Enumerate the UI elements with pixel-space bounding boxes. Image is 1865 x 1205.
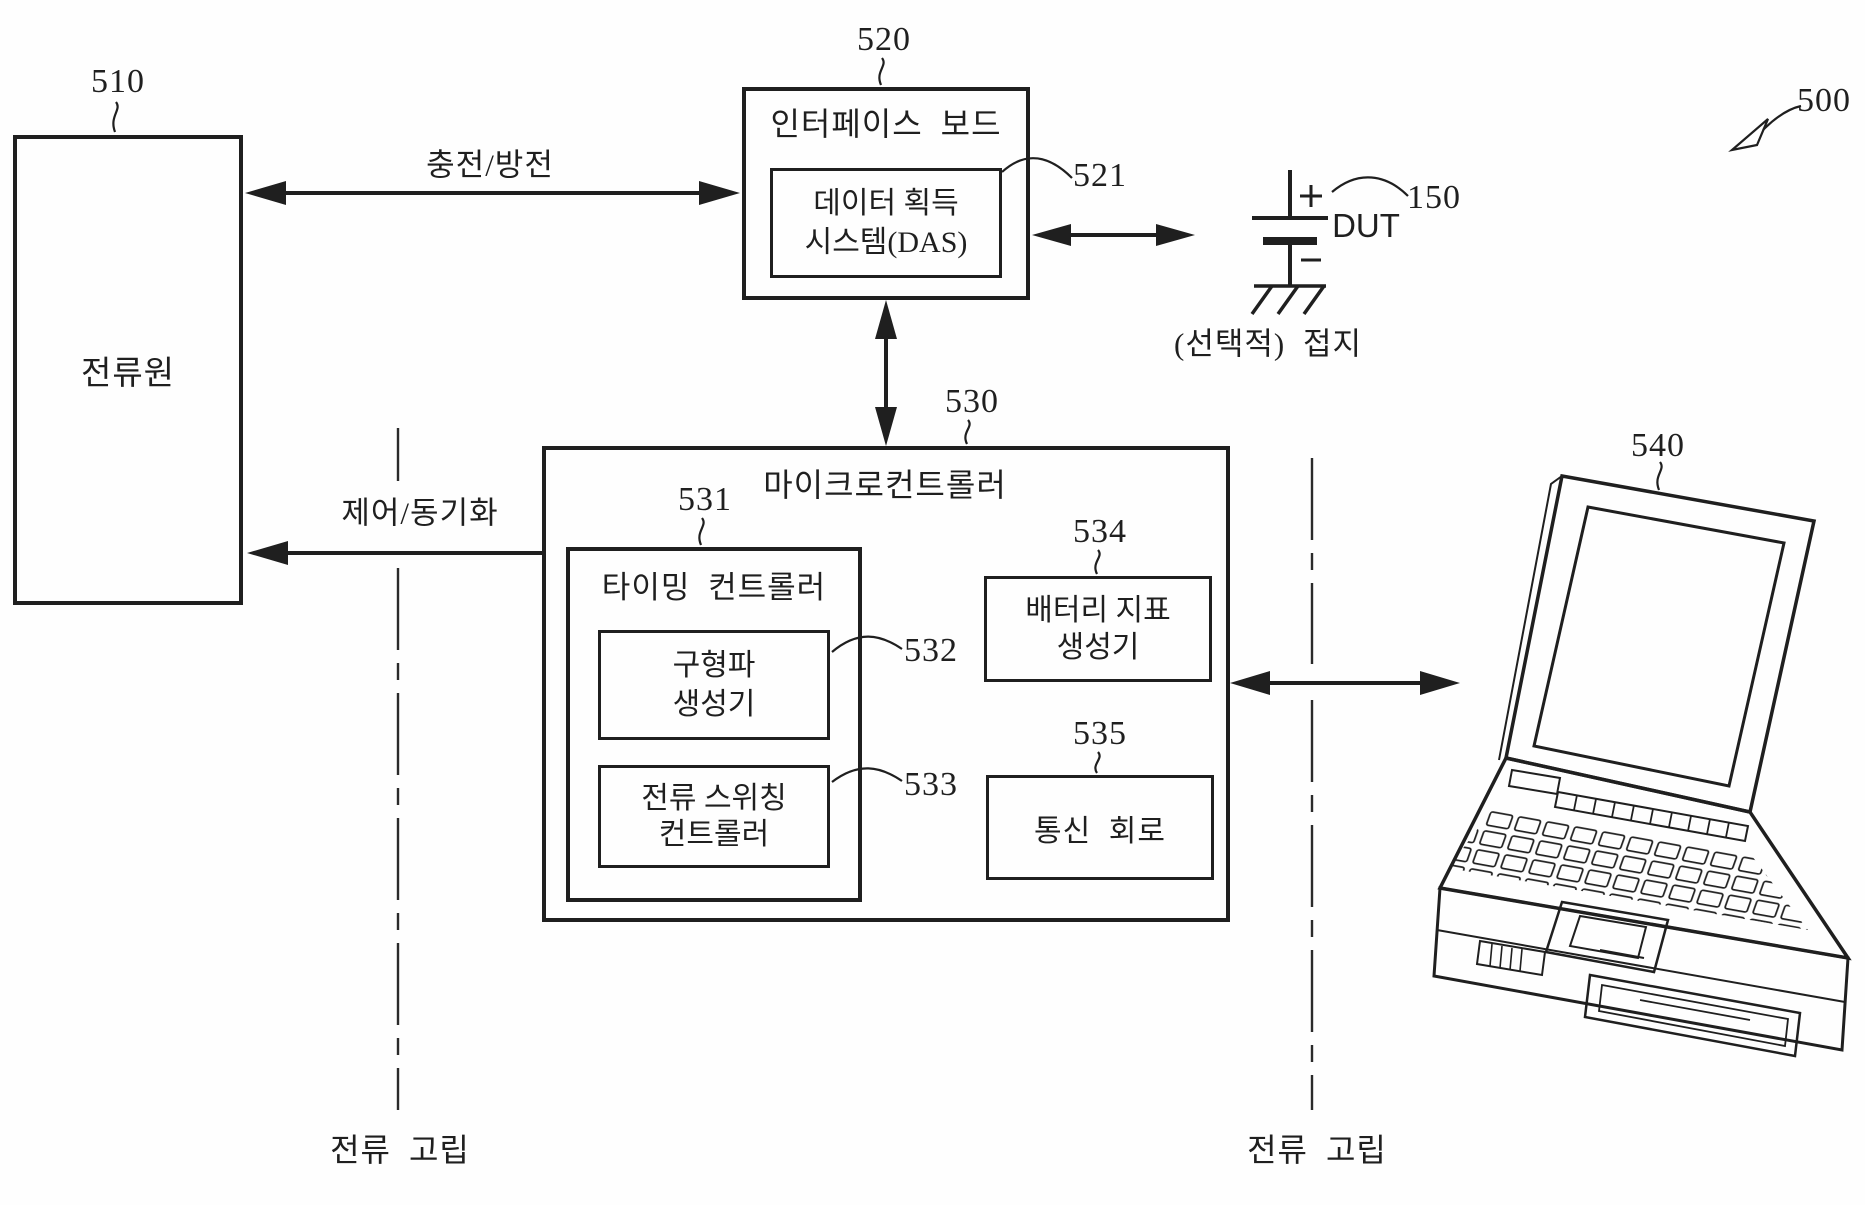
ref-534: 534 [1073,513,1127,550]
square-wave-line2: 생성기 [672,688,756,721]
charge-discharge-label: 충전/방전 [426,147,554,183]
current-isolation-label-right: 전류 고립 [1247,1132,1387,1168]
ref-530: 530 [945,383,999,420]
ref-150: 150 [1407,179,1461,216]
interface-board-box [742,87,1030,300]
ref-500: 500 [1797,82,1851,119]
current-isolation-label-left: 전류 고립 [330,1132,470,1168]
dut-battery-symbol [1252,170,1328,286]
ref-535: 535 [1073,715,1127,752]
communication-circuit-label: 통신 회로 [1034,814,1166,848]
battery-indicator-line2: 생성기 [1056,631,1140,664]
leader-500-arrow [1728,118,1770,152]
ref-510: 510 [91,63,145,100]
ref-521: 521 [1073,157,1127,194]
ref-532: 532 [904,632,958,669]
current-source-box [13,135,243,605]
leader-150 [1331,176,1409,197]
timing-controller-box [566,547,862,902]
ground-symbol [1250,284,1326,316]
leader-510 [112,101,119,133]
leader-530 [964,419,971,445]
current-switching-line1: 전류 스위칭 [641,781,787,815]
das-label-line2: 시스템(DAS) [804,226,968,259]
current-switching-controller-box: 전류 스위칭 컨트롤러 [598,765,830,868]
das-label-line1: 데이터 획득 [813,187,959,220]
square-wave-line1: 구형파 [672,649,756,682]
ref-533: 533 [904,766,958,803]
mcu-laptop-arrow [1230,671,1460,695]
interface-board-title: 인터페이스 보드 [770,106,1002,142]
control-sync-arrow [247,541,542,565]
leader-520 [878,57,885,86]
dut-label: DUT [1332,207,1400,244]
battery-indicator-line1: 배터리 지표 [1025,593,1171,627]
current-switching-line2: 컨트롤러 [658,817,770,851]
das-box: 데이터 획득 시스템(DAS) [770,168,1002,278]
charge-discharge-arrow [245,181,740,205]
das-dut-arrow [1032,224,1195,246]
laptop-drawing [1432,473,1852,1058]
ref-540: 540 [1631,427,1685,464]
current-source-label: 전류원 [80,356,176,392]
leader-500-tail [1762,104,1802,131]
leader-540 [1656,461,1663,491]
square-wave-generator-box: 구형파 생성기 [598,630,830,740]
microcontroller-title: 마이크로컨트롤러 [763,467,1007,503]
communication-circuit-box: 통신 회로 [986,775,1214,880]
ref-531: 531 [678,481,732,518]
timing-controller-title: 타이밍 컨트롤러 [601,570,827,605]
ref-520: 520 [857,21,911,58]
battery-indicator-generator-box: 배터리 지표 생성기 [984,576,1212,682]
interface-mcu-arrow [875,300,897,446]
optional-ground-label: (선택적) 접지 [1174,326,1362,362]
control-sync-label: 제어/동기화 [341,495,499,531]
microcontroller-box [542,446,1230,922]
